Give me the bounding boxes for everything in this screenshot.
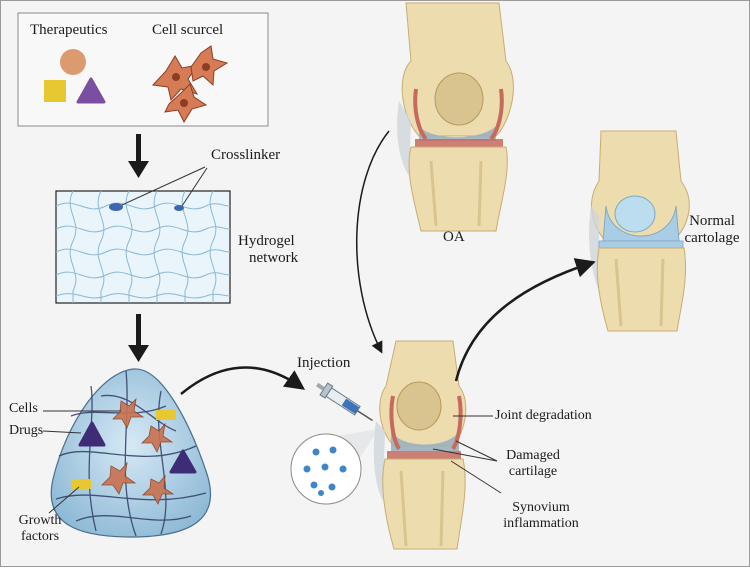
treated-to-normal-arrow-icon: [454, 258, 596, 382]
oa-knee-illustration: [397, 2, 514, 232]
damaged-cartilage-pointer-line: [455, 440, 498, 462]
cells-label: Cells: [9, 401, 38, 416]
oa-to-injection-arrow-icon: [356, 130, 390, 354]
normal-cartilage-label-line1: Normal: [689, 213, 735, 229]
growth-factors-label-line2: factors: [20, 529, 60, 544]
normal-knee-illustration: [588, 130, 690, 332]
drugs-pointer-line: [42, 430, 82, 434]
crosslinker-dot: [109, 203, 123, 211]
synovium-inflammation-label-line2: inflammation: [503, 516, 579, 531]
damaged-cartilage-label-line1: Damaged: [506, 448, 560, 463]
down-arrow-icon: [128, 134, 149, 178]
joint-degradation-label: Joint degradation: [495, 408, 592, 423]
damaged-knee-illustration: [373, 340, 467, 550]
hydrogel-particles-icon: [303, 446, 347, 496]
drugs-label: Drugs: [9, 423, 44, 438]
crosslinker-pointer-line: [181, 167, 208, 207]
synovium-pointer-line: [450, 460, 502, 494]
synovium-inflammation-label-line1: Synovium: [512, 500, 570, 515]
injection-label: Injection: [297, 355, 351, 371]
hydrogel-label-line2: network: [249, 250, 299, 266]
curved-arrow-icon: [180, 366, 306, 395]
drug-triangle-icon: [78, 421, 106, 447]
hydrogel-label-line1: Hydrogel: [238, 233, 295, 249]
hydrogel-blob: [50, 368, 212, 538]
hydrogel-network-box: [55, 190, 231, 304]
therapeutic-triangle-icon: [76, 77, 106, 104]
oa-label: OA: [443, 229, 465, 245]
growth-factors-label-line1: Growth: [18, 513, 62, 528]
cell-source-label: Cell scurcel: [152, 22, 224, 38]
growth-pointer-line: [48, 486, 80, 514]
cells-in-gel: [101, 397, 175, 505]
damaged-cartilage-label-line2: cartilage: [508, 464, 558, 479]
growth-factor-icon: [71, 479, 91, 489]
syringe-icon: [316, 382, 373, 422]
drug-triangle-icon: [169, 449, 197, 474]
crosslinker-pointer-line: [121, 166, 206, 206]
crosslinker-label: Crosslinker: [211, 147, 281, 163]
damaged-cartilage-pointer-line: [432, 448, 498, 462]
crosslinker-dot: [174, 205, 184, 211]
stem-cells-icon: [151, 45, 229, 124]
down-arrow-icon: [128, 314, 149, 362]
growth-factor-icon: [156, 410, 176, 420]
therapeutic-square-icon: [44, 80, 66, 102]
normal-cartilage-label-line2: cartolage: [684, 230, 740, 246]
therapeutics-label: Therapeutics: [30, 22, 108, 38]
therapeutic-circle-icon: [60, 49, 86, 75]
source-box: [17, 12, 269, 127]
